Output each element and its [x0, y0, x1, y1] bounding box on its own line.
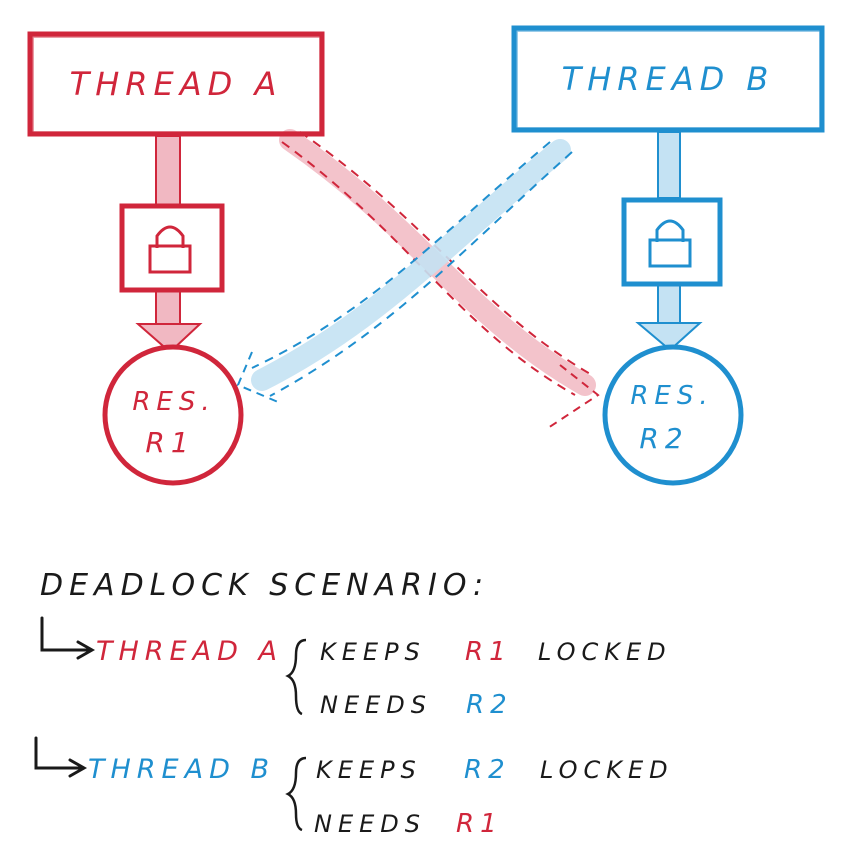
brace-icon — [285, 638, 307, 716]
resource-r1-line2: R1 — [145, 426, 194, 459]
thread-b-box: THREAD B — [511, 25, 825, 133]
bullet-arrow-icon — [40, 616, 96, 660]
lock-icon — [148, 225, 192, 274]
notes-entry-thread-a: THREAD A KEEPS R1 LOCKED NEEDS R2 — [40, 616, 672, 720]
keeps-label: KEEPS — [320, 638, 426, 666]
bullet-arrow-icon — [34, 736, 88, 778]
lock-box-b — [621, 197, 723, 287]
keeps-suffix: LOCKED — [538, 638, 672, 666]
notes-title: DEADLOCK SCENARIO: — [40, 568, 489, 603]
keeps-suffix: LOCKED — [540, 756, 674, 784]
deadlock-notes: DEADLOCK SCENARIO: THREAD A KEEPS R1 LOC… — [34, 568, 674, 839]
thread-b-label: THREAD B — [562, 60, 775, 98]
brace-icon — [285, 756, 307, 832]
thread-a-box: THREAD A — [27, 31, 325, 137]
lock-box-a — [119, 203, 225, 293]
notes-entry-thread-b: THREAD B KEEPS R2 LOCKED NEEDS R1 — [34, 736, 674, 839]
needs-resource: R2 — [466, 690, 513, 720]
thread-a-label: THREAD A — [70, 65, 283, 103]
request-arrow-a-to-r2 — [279, 129, 600, 429]
keeps-resource: R2 — [464, 755, 511, 785]
hold-arrow-b-to-r2 — [635, 131, 703, 352]
needs-label: NEEDS — [320, 691, 432, 719]
needs-label: NEEDS — [314, 810, 426, 838]
resource-r2-line2: R2 — [639, 422, 688, 455]
entry-thread-label: THREAD A — [96, 636, 283, 667]
resource-r2: RES. R2 — [602, 344, 744, 486]
entry-thread-label: THREAD B — [88, 754, 275, 785]
resource-r2-line1: RES. — [630, 381, 713, 411]
request-arrow-b-to-r1 — [236, 139, 573, 403]
resource-r1: RES. R1 — [102, 344, 244, 486]
resource-r1-line1: RES. — [132, 387, 215, 417]
keeps-resource: R1 — [465, 637, 512, 667]
lock-icon — [648, 219, 692, 268]
needs-resource: R1 — [456, 809, 503, 839]
keeps-label: KEEPS — [316, 756, 422, 784]
